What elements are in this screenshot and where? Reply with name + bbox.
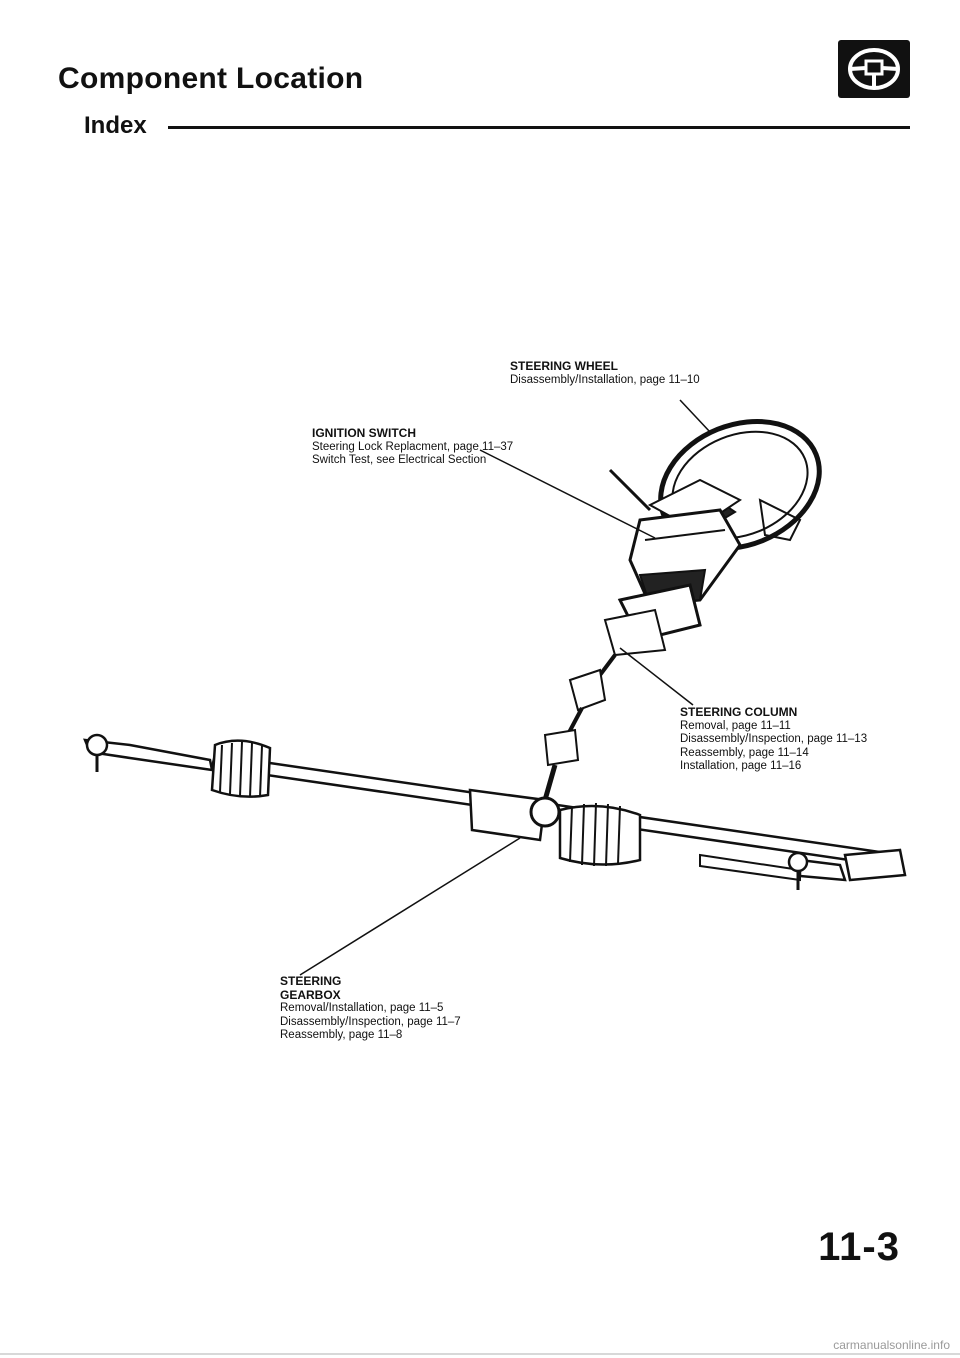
steering-gearbox-illustration (83, 733, 907, 890)
ignition-switch-ref-2: Switch Test, see Electrical Section (312, 454, 487, 466)
steering-column-title: STEERING COLUMN (680, 705, 798, 719)
steering-column-ref-3: Reassembly, page 11–14 (680, 746, 809, 759)
steering-gearbox-ref-1: Removal/Installation, page 11–5 (280, 1002, 444, 1014)
footer-rule (0, 1353, 960, 1355)
section-subtitle: Index (84, 112, 147, 139)
steering-gearbox-ref-2: Disassembly/Inspection, page 11–7 (280, 1015, 461, 1028)
ignition-switch-label: IGNITION SWITCH Steering Lock Replacment… (312, 426, 514, 468)
steering-gearbox-label: STEERING GEARBOX Removal/Installation, p… (280, 974, 461, 1043)
ignition-switch-title: IGNITION SWITCH (312, 426, 416, 440)
steering-gearbox-ref-3: Reassembly, page 11–8 (280, 1029, 403, 1041)
steering-column-ref-2: Disassembly/Inspection, page 11–13 (680, 733, 868, 745)
steering-wheel-icon (838, 40, 910, 98)
steering-column-ref-1: Removal, page 11–11 (680, 719, 791, 732)
site-watermark: carmanualsonline.info (833, 1338, 950, 1352)
steering-column-ref-4: Installation, page 11–16 (680, 760, 802, 772)
header-rule (168, 126, 910, 129)
page-number: 11-3 (818, 1225, 900, 1269)
steering-wheel-label: STEERING WHEEL Disassembly/Installation,… (510, 359, 700, 387)
steering-gearbox-title-1: STEERING (280, 974, 342, 988)
steering-wheel-ref: Disassembly/Installation, page 11–10 (510, 373, 700, 386)
steering-column-label: STEERING COLUMN Removal, page 11–11 Disa… (680, 705, 868, 774)
leader-lines (299, 399, 711, 976)
steering-column-illustration (542, 508, 742, 801)
steering-wheel-title: STEERING WHEEL (510, 359, 619, 373)
ignition-switch-ref-1: Steering Lock Replacment, page 11–37 (312, 440, 514, 453)
page-title: Component Location (58, 62, 364, 95)
steering-gearbox-title-2: GEARBOX (280, 987, 341, 1002)
